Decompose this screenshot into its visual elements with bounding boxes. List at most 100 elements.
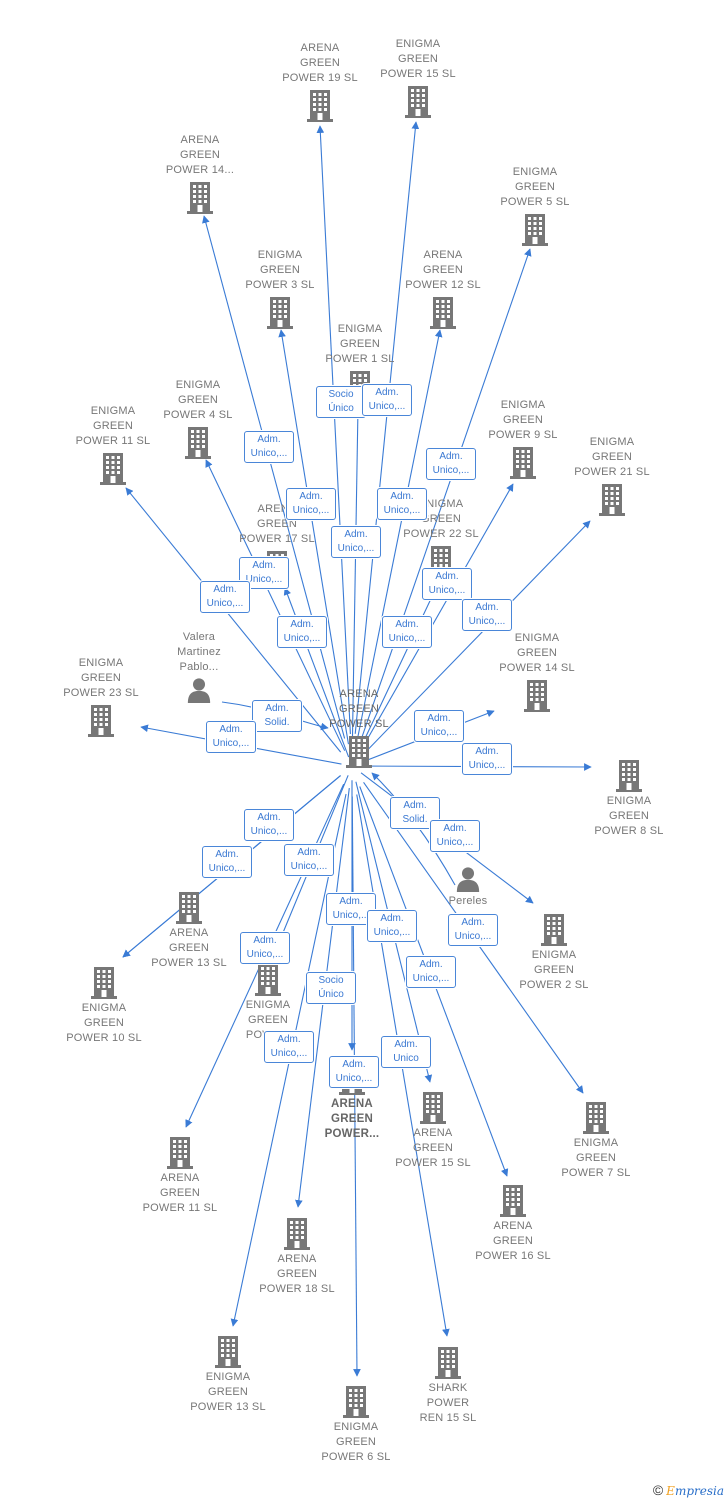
company-node[interactable]: ARENA GREEN POWER 15 SL [378,1090,488,1171]
relation-edge [125,487,342,753]
company-node[interactable]: ENIGMA GREEN POWER 7 SL [541,1100,651,1181]
building-icon [184,425,212,459]
node-label: ENIGMA GREEN POWER 4 SL [163,379,233,421]
company-node[interactable]: ARENA GREEN POWER... [297,1061,407,1142]
relation-badge[interactable]: Adm. Unico,... [277,616,327,648]
person-node[interactable]: Pereles [413,866,523,909]
relation-badge[interactable]: Adm. Unico,... [200,581,250,613]
building-icon [523,678,551,712]
node-label: ENIGMA GREEN POWER 9 SL [488,399,558,441]
relation-badge[interactable]: Adm. Unico,... [206,721,256,753]
relation-badge[interactable]: Adm. Unico,... [244,809,294,841]
building-icon [540,912,568,946]
relation-badge[interactable]: Adm. Unico,... [406,956,456,988]
relation-badge[interactable]: Adm. Unico,... [284,844,334,876]
relation-badge[interactable]: Adm. Unico,... [329,1056,379,1088]
company-node[interactable]: ENIGMA GREEN POWER 13 SL [173,1334,283,1415]
relation-badge[interactable]: Adm. Unico,... [362,384,412,416]
relation-badge[interactable]: Adm. Unico [381,1036,431,1068]
company-node[interactable]: ENIGMA GREEN POWER 6 SL [301,1384,411,1465]
relation-badge[interactable]: Adm. Unico,... [422,568,472,600]
company-node[interactable]: SHARK POWER REN 15 SL [393,1345,503,1426]
company-node[interactable]: ENIGMA GREEN POWER 11 SL [58,404,168,485]
building-icon [99,451,127,485]
relation-badge[interactable]: Adm. Unico,... [331,526,381,558]
relation-badge[interactable]: Adm. Unico,... [382,616,432,648]
relation-badge[interactable]: Adm. Unico,... [430,820,480,852]
node-label: ENIGMA GREEN POWER 8 SL [594,795,664,837]
relation-badge[interactable]: Adm. Unico,... [448,914,498,946]
node-label: ENIGMA GREEN POWER 7 SL [561,1137,631,1179]
company-node[interactable]: ARENA GREEN POWER 11 SL [125,1135,235,1216]
node-label: SHARK POWER REN 15 SL [419,1382,477,1424]
building-icon [87,703,115,737]
node-label: ENIGMA GREEN POWER 23 SL [63,657,139,699]
node-label: ENIGMA GREEN POWER 14 SL [499,632,575,674]
node-label: Valera Martinez Pablo... [177,631,221,673]
company-node[interactable]: ENIGMA GREEN POWER 5 SL [480,165,590,246]
building-icon [345,734,373,768]
node-label: ARENA GREEN POWER 13 SL [151,927,227,969]
relation-badge[interactable]: Adm. Unico,... [286,488,336,520]
node-label: ARENA GREEN POWER 19 SL [282,42,358,84]
building-icon [434,1345,462,1379]
copyright-icon: © [652,1482,664,1498]
company-node[interactable]: ENIGMA GREEN POWER 15 SL [363,37,473,118]
node-label: ENIGMA GREEN POWER 11 SL [75,405,151,447]
company-node[interactable]: ENIGMA GREEN POWER 3 SL [225,248,335,329]
footer-brand: ©Empresia [653,1482,724,1498]
company-node[interactable]: ENIGMA GREEN POWER 23 SL [46,656,156,737]
company-node[interactable]: ENIGMA GREEN POWER 10 SL [49,965,159,1046]
building-icon [254,962,282,996]
company-node[interactable]: ENIGMA GREEN POWER 8 SL [574,758,684,839]
person-node[interactable]: Valera Martinez Pablo... [144,630,254,703]
building-icon [175,890,203,924]
relation-edge [351,406,362,749]
relation-badge[interactable]: Adm. Unico,... [426,448,476,480]
company-node[interactable]: ENIGMA GREEN POWER 2 SL [499,912,609,993]
relation-badge[interactable]: Adm. Unico,... [264,1031,314,1063]
relation-badge[interactable]: Adm. Unico,... [377,488,427,520]
node-label: ARENA GREEN POWER 16 SL [475,1220,551,1262]
relation-edge [354,121,420,734]
building-icon [90,965,118,999]
node-label: ARENA GREEN POWER 11 SL [142,1172,218,1214]
node-label: ARENA GREEN POWER... [324,1098,380,1140]
relation-badge[interactable]: Socio Único [306,972,356,1004]
relation-edge [363,520,591,755]
relation-badge[interactable]: Adm. Unico,... [240,932,290,964]
company-node[interactable]: ENIGMA GREEN POWER 4 SL [143,378,253,459]
relation-badge[interactable]: Adm. Unico,... [202,846,252,878]
relation-badge[interactable]: Adm. Unico,... [462,743,512,775]
node-label: ARENA GREEN POWER SL [329,688,389,730]
company-node[interactable]: ARENA GREEN POWER 14... [145,133,255,214]
company-node[interactable]: ARENA GREEN POWER 16 SL [458,1183,568,1264]
company-node[interactable]: ARENA GREEN POWER 12 SL [388,248,498,329]
company-node[interactable]: ARENA GREEN POWER 13 SL [134,890,244,971]
building-icon [214,1334,242,1368]
company-node[interactable]: ARENA GREEN POWER 18 SL [242,1216,352,1297]
company-node[interactable]: ENIGMA GREEN POWER 21 SL [557,435,667,516]
company-node[interactable]: ENIGMA GREEN POWER 1 SL [305,322,415,403]
relation-badge[interactable]: Socio Único [316,386,366,418]
company-node[interactable]: ENIGMA GREEN POWER 9 SL [468,398,578,479]
node-label: ENIGMA GREEN POWER 15 SL [380,38,456,80]
relation-badge[interactable]: Adm. Unico,... [244,431,294,463]
center-company-node[interactable]: ARENA GREEN POWER SL [304,687,414,768]
company-node[interactable]: ENIGMA GREEN POWER 22 SL [386,497,496,578]
relation-badge[interactable]: Adm. Solid. [252,700,302,732]
node-label: ENIGMA GREEN POWER 3 SL [245,249,315,291]
relation-badge[interactable]: Adm. Unico,... [367,910,417,942]
relation-badge[interactable]: Adm. Unico,... [462,599,512,631]
relation-edge [355,585,438,758]
relation-edge [316,125,351,735]
person-icon [455,866,481,892]
building-icon [342,1384,370,1418]
relation-badge[interactable]: Adm. Unico,... [414,710,464,742]
building-icon [404,84,432,118]
node-label: ENIGMA GREEN POWER 22 SL [403,498,479,540]
company-node[interactable]: ENIGMA GREEN POWER 14 SL [482,631,592,712]
building-icon [582,1100,610,1134]
company-node[interactable]: ARENA GREEN POWER 19 SL [265,41,375,122]
node-label: ENIGMA GREEN POWER 13 SL [190,1371,266,1413]
